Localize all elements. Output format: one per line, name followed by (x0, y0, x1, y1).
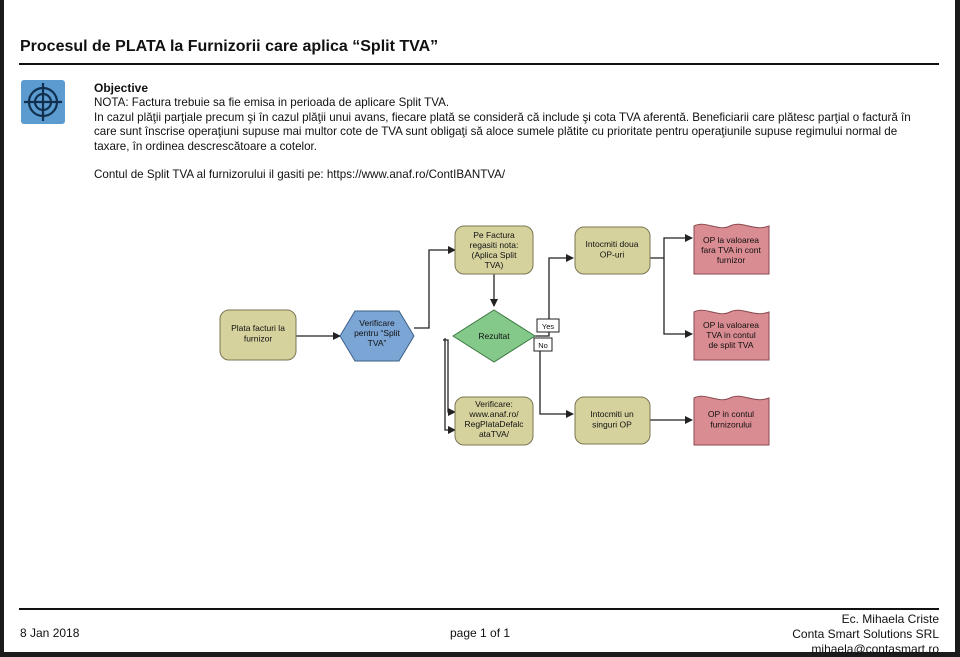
target-icon (21, 80, 65, 124)
node-label-line: Verificare (359, 318, 395, 328)
page-title: Procesul de PLATA la Furnizorii care apl… (20, 38, 439, 55)
node-label-line: Rezultat (478, 331, 510, 341)
node-label-line: furnizorului (710, 420, 752, 430)
connector-verificare-factura (414, 246, 456, 329)
node-label-line: ataTVA/ (479, 429, 510, 439)
header-divider (19, 63, 939, 65)
footer-divider (19, 608, 939, 610)
node-label-line: TVA) (485, 260, 504, 270)
node-label-line: furnizor (717, 255, 746, 265)
objective-link-line: Contul de Split TVA al furnizorului il g… (94, 168, 506, 181)
node-label-line: OP-uri (600, 250, 625, 260)
no-label: No (533, 337, 553, 352)
pe-factura-node (454, 225, 534, 275)
node-label-line: RegPlataDefalc (464, 419, 524, 429)
node-label-line: pentru “Split (354, 328, 400, 338)
no-label-text: No (538, 341, 548, 350)
rezultat-node (452, 309, 536, 363)
node-label-line: OP la valoarea (703, 235, 759, 245)
node-label-line: singuri OP (592, 420, 632, 430)
footer-page-number: page 1 of 1 (450, 626, 511, 640)
footer-author: Ec. Mihaela Criste (841, 612, 939, 626)
op-split-tva-document (693, 309, 770, 361)
connector-doua-op-doc1 (650, 234, 693, 259)
op-furnizor-document (693, 395, 770, 446)
node-label-line: regasiti nota: (470, 240, 519, 250)
node-label-line: Intocmiti doua (586, 239, 639, 249)
connector-no-singur-op (539, 345, 574, 418)
node-label-line: Verificare: (475, 399, 513, 409)
node-label-line: Intocmiti un (590, 409, 634, 419)
yes-label: Yes (536, 318, 560, 333)
op-fara-tva-document (693, 223, 770, 275)
footer-email: mihaela@contasmart.ro (811, 642, 939, 656)
node-label-line: TVA in contul (706, 330, 756, 340)
footer-date: 8 Jan 2018 (20, 626, 80, 640)
verificare-anaf-node (454, 396, 534, 446)
node-label-line: furnizor (244, 334, 273, 344)
objective-text: NOTA: Factura trebuie sa fie emisa in pe… (94, 96, 934, 183)
rezultat-text: Rezultat (478, 331, 510, 341)
node-label-line: OP in contul (708, 409, 754, 419)
plata-facturi-node (219, 309, 297, 361)
page: Procesul de PLATA la Furnizorii care apl… (4, 0, 955, 656)
objective-paragraph: In cazul plăţii parţiale precum şi în ca… (94, 110, 911, 153)
node-label-line: OP la valoarea (703, 320, 759, 330)
connector-yes-doua-op (535, 254, 574, 337)
intocmiti-un-op-node (574, 396, 651, 445)
node-label-line: TVA” (368, 338, 387, 348)
objective-note: NOTA: Factura trebuie sa fie emisa in pe… (94, 96, 450, 109)
objective-heading: Objective (94, 81, 149, 95)
footer-author-block: Ec. Mihaela Criste Conta Smart Solutions… (792, 612, 939, 657)
node-label-line: fara TVA in cont (701, 245, 761, 255)
node-label-line: Pe Factura (473, 230, 515, 240)
node-label-line: www.anaf.ro/ (468, 409, 519, 419)
verificare-split-node (339, 310, 415, 362)
node-label-line: Plata facturi la (231, 323, 285, 333)
yes-label-text: Yes (542, 322, 554, 331)
connector-verificare-anaf (444, 338, 456, 434)
connector-doua-op-doc2 (663, 258, 693, 338)
node-label-line: de split TVA (708, 340, 753, 350)
footer-company: Conta Smart Solutions SRL (792, 627, 939, 641)
intocmiti-doua-op-node (574, 226, 651, 275)
connector-anaf-rezultat (443, 339, 456, 416)
node-label-line: (Aplica Split (472, 250, 518, 260)
